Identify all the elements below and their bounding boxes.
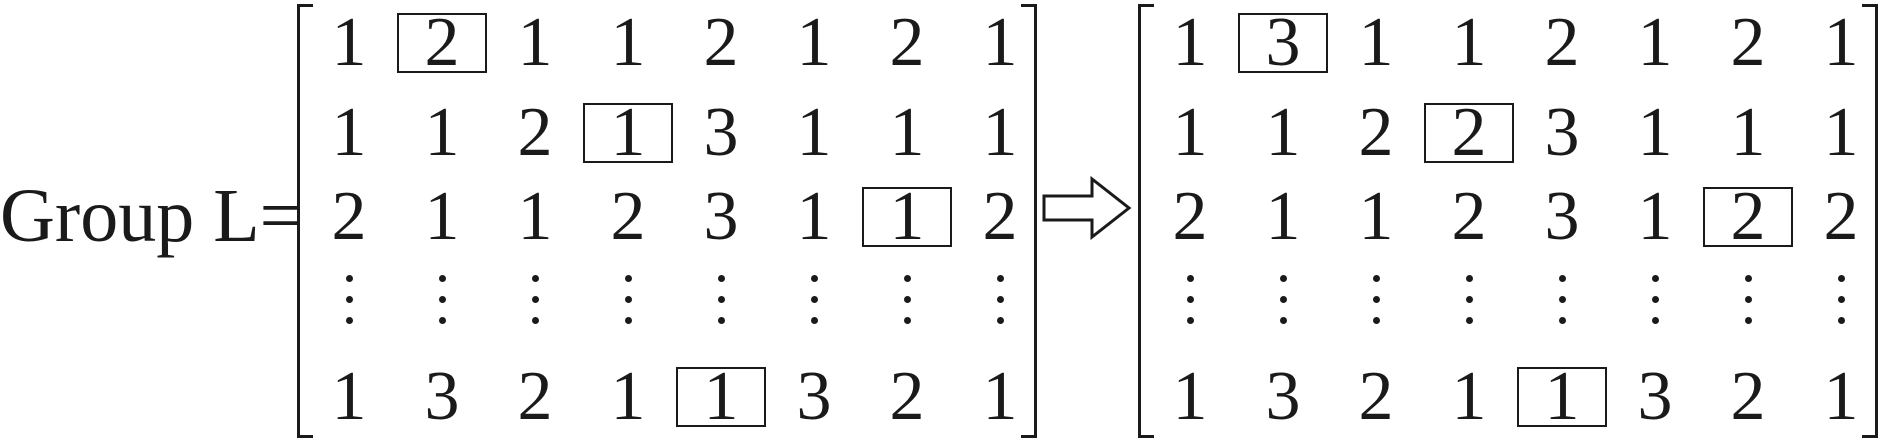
vertical-ellipsis <box>1238 256 1328 342</box>
matrix-cell: 1 <box>610 4 646 81</box>
matrix-cell: 1 <box>796 94 832 171</box>
matrix-cell: 1 <box>1823 94 1859 171</box>
matrix-cell: 1 <box>424 94 460 171</box>
matrix-cell: 2 <box>517 358 553 435</box>
vertical-ellipsis <box>676 256 766 342</box>
matrix-cell: 3 <box>1544 178 1580 255</box>
matrix-cell: 2 <box>517 94 553 171</box>
matrix-cell: 1 <box>796 178 832 255</box>
matrix-cell: 1 <box>1823 4 1859 81</box>
vertical-ellipsis <box>1424 256 1514 342</box>
vertical-ellipsis <box>1145 256 1235 342</box>
highlighted-matrix-cell: 2 <box>1703 174 1793 260</box>
matrix-cell: 1 <box>1265 178 1301 255</box>
matrix-cell: 1 <box>1358 4 1394 81</box>
matrix-cell: 1 <box>331 94 367 171</box>
vertical-ellipsis <box>1331 256 1421 342</box>
matrix-cell: 2 <box>1823 178 1859 255</box>
matrix-cell: 1 <box>1637 94 1673 171</box>
highlight-box: 2 <box>1703 182 1793 252</box>
highlighted-matrix-cell: 3 <box>1238 0 1328 86</box>
matrix-cell: 3 <box>703 94 739 171</box>
matrix-cell: 1 <box>1823 358 1859 435</box>
left-bracket <box>1138 4 1154 438</box>
highlighted-matrix-cell: 1 <box>676 354 766 440</box>
highlight-box: 1 <box>583 98 673 168</box>
vertical-ellipsis <box>1517 256 1607 342</box>
right-arrow-icon <box>1042 176 1132 240</box>
highlight-box: 1 <box>676 362 766 432</box>
matrix-cell: 1 <box>1265 94 1301 171</box>
left-bracket <box>297 4 313 438</box>
matrix-cell: 2 <box>1730 4 1766 81</box>
vertical-ellipsis <box>955 256 1045 342</box>
matrix-cell: 2 <box>331 178 367 255</box>
matrix-cell: 1 <box>889 94 925 171</box>
right-bracket <box>1862 4 1878 438</box>
matrix-cell: 1 <box>517 178 553 255</box>
matrix-cell: 2 <box>1730 358 1766 435</box>
highlight-box: 1 <box>1517 362 1607 432</box>
matrix-cell: 1 <box>517 4 553 81</box>
highlighted-matrix-cell: 2 <box>397 0 487 86</box>
matrix-cell: 1 <box>1637 178 1673 255</box>
vertical-ellipsis <box>862 256 952 342</box>
matrix-cell: 2 <box>1358 358 1394 435</box>
highlight-box: 3 <box>1238 8 1328 78</box>
matrix-cell: 2 <box>982 178 1018 255</box>
matrix-cell: 3 <box>424 358 460 435</box>
matrix-cell: 1 <box>796 4 832 81</box>
matrix-cell: 1 <box>1451 358 1487 435</box>
matrix-cell: 1 <box>1172 358 1208 435</box>
matrix-cell: 1 <box>1172 94 1208 171</box>
vertical-ellipsis <box>1703 256 1793 342</box>
vertical-ellipsis <box>1796 256 1879 342</box>
matrix-cell: 1 <box>982 4 1018 81</box>
matrix-cell: 1 <box>1451 4 1487 81</box>
highlighted-matrix-cell: 1 <box>1517 354 1607 440</box>
highlighted-matrix-cell: 2 <box>1424 90 1514 176</box>
matrix-cell: 1 <box>331 4 367 81</box>
matrix-cell: 2 <box>703 4 739 81</box>
matrix-cell: 2 <box>1358 94 1394 171</box>
matrix-cell: 1 <box>982 94 1018 171</box>
highlight-box: 2 <box>397 8 487 78</box>
matrix-cell: 1 <box>331 358 367 435</box>
highlighted-matrix-cell: 1 <box>862 174 952 260</box>
matrix-cell: 3 <box>796 358 832 435</box>
matrix-cell: 1 <box>1358 178 1394 255</box>
matrix-cell: 2 <box>1544 4 1580 81</box>
vertical-ellipsis <box>769 256 859 342</box>
matrix-cell: 2 <box>610 178 646 255</box>
matrix-cell: 3 <box>1265 358 1301 435</box>
matrix-cell: 3 <box>703 178 739 255</box>
matrix-cell: 3 <box>1637 358 1673 435</box>
vertical-ellipsis <box>1610 256 1700 342</box>
vertical-ellipsis <box>583 256 673 342</box>
group-label: Group L= <box>0 174 303 258</box>
highlighted-matrix-cell: 1 <box>583 90 673 176</box>
matrix-cell: 2 <box>889 358 925 435</box>
matrix-cell: 2 <box>1172 178 1208 255</box>
highlight-box: 1 <box>862 182 952 252</box>
vertical-ellipsis <box>397 256 487 342</box>
matrix-cell: 2 <box>889 4 925 81</box>
right-bracket <box>1021 4 1037 438</box>
highlight-box: 2 <box>1424 98 1514 168</box>
vertical-ellipsis <box>304 256 394 342</box>
vertical-ellipsis <box>490 256 580 342</box>
matrix-cell: 1 <box>610 358 646 435</box>
matrix-cell: 1 <box>424 178 460 255</box>
matrix-cell: 2 <box>1451 178 1487 255</box>
matrix-cell: 1 <box>1172 4 1208 81</box>
matrix-cell: 1 <box>982 358 1018 435</box>
matrix-cell: 1 <box>1637 4 1673 81</box>
matrix-cell: 3 <box>1544 94 1580 171</box>
matrix-cell: 1 <box>1730 94 1766 171</box>
